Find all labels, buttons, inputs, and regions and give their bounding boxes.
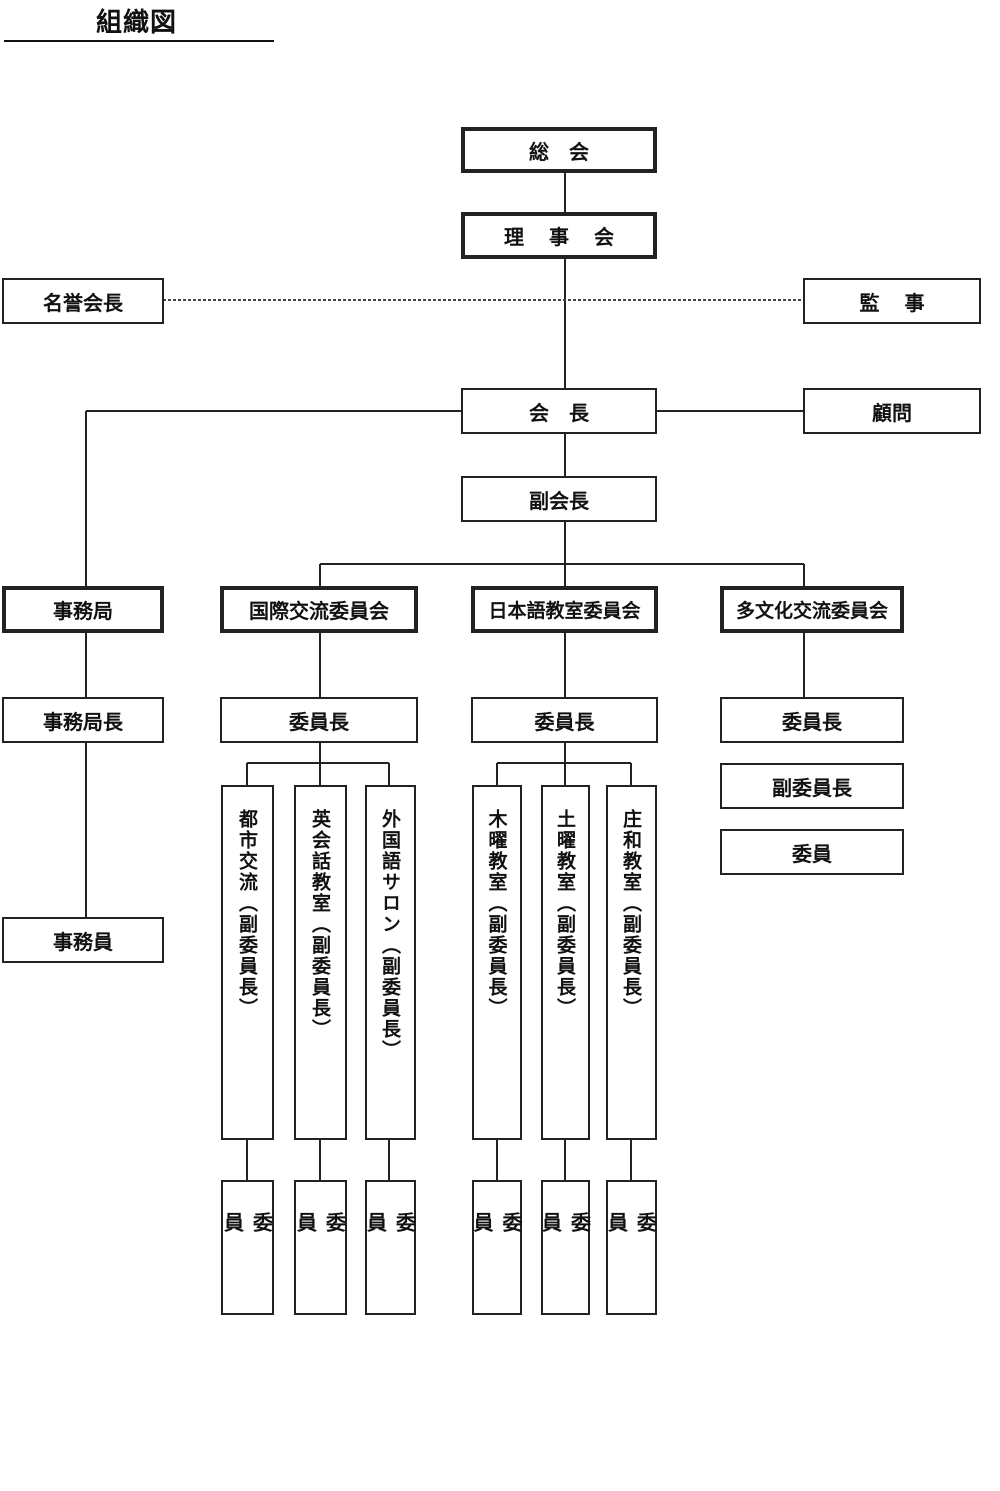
node-eikaiwa: 英会話教室（副委員長） xyxy=(294,785,347,1140)
node-gaikokugo-salon: 外国語サロン（副委員長） xyxy=(365,785,416,1140)
node-rijikai: 理 事 会 xyxy=(461,212,657,259)
node-kokusai-committee: 国際交流委員会 xyxy=(220,586,418,633)
node-kanji: 監 事 xyxy=(803,278,981,324)
node-member: 委員 xyxy=(294,1180,347,1315)
node-tabunka-committee: 多文化交流委員会 xyxy=(720,586,904,633)
node-jimukyoku: 事務局 xyxy=(2,586,164,633)
node-member: 委員 xyxy=(364,1180,417,1315)
node-toshi-koryu: 都市交流（副委員長） xyxy=(221,785,274,1140)
node-member: 委員 xyxy=(539,1180,592,1315)
node-nihongo-committee: 日本語教室委員会 xyxy=(471,586,658,633)
node-komon: 顧問 xyxy=(803,388,981,434)
node-tabunka-chair: 委員長 xyxy=(720,697,904,743)
node-member: 委員 xyxy=(221,1180,274,1315)
node-fuku-kaicho: 副会長 xyxy=(461,476,657,522)
node-member: 委員 xyxy=(605,1180,658,1315)
node-member: 委員 xyxy=(470,1180,523,1315)
title-underline xyxy=(4,40,274,42)
node-jimuin: 事務員 xyxy=(2,917,164,963)
node-meiyo-kaicho: 名誉会長 xyxy=(2,278,164,324)
node-jimukyoku-cho: 事務局長 xyxy=(2,697,164,743)
node-sokai: 総 会 xyxy=(461,127,657,173)
node-tabunka-member: 委員 xyxy=(720,829,904,875)
node-mokuyo: 木曜教室（副委員長） xyxy=(472,785,522,1140)
node-kokusai-chair: 委員長 xyxy=(220,697,418,743)
page-title: 組織図 xyxy=(96,8,178,38)
node-doyo: 土曜教室（副委員長） xyxy=(541,785,590,1140)
node-kaicho: 会 長 xyxy=(461,388,657,434)
node-showa: 庄和教室（副委員長） xyxy=(606,785,657,1140)
node-nihongo-chair: 委員長 xyxy=(471,697,658,743)
node-tabunka-vice-chair: 副委員長 xyxy=(720,763,904,809)
